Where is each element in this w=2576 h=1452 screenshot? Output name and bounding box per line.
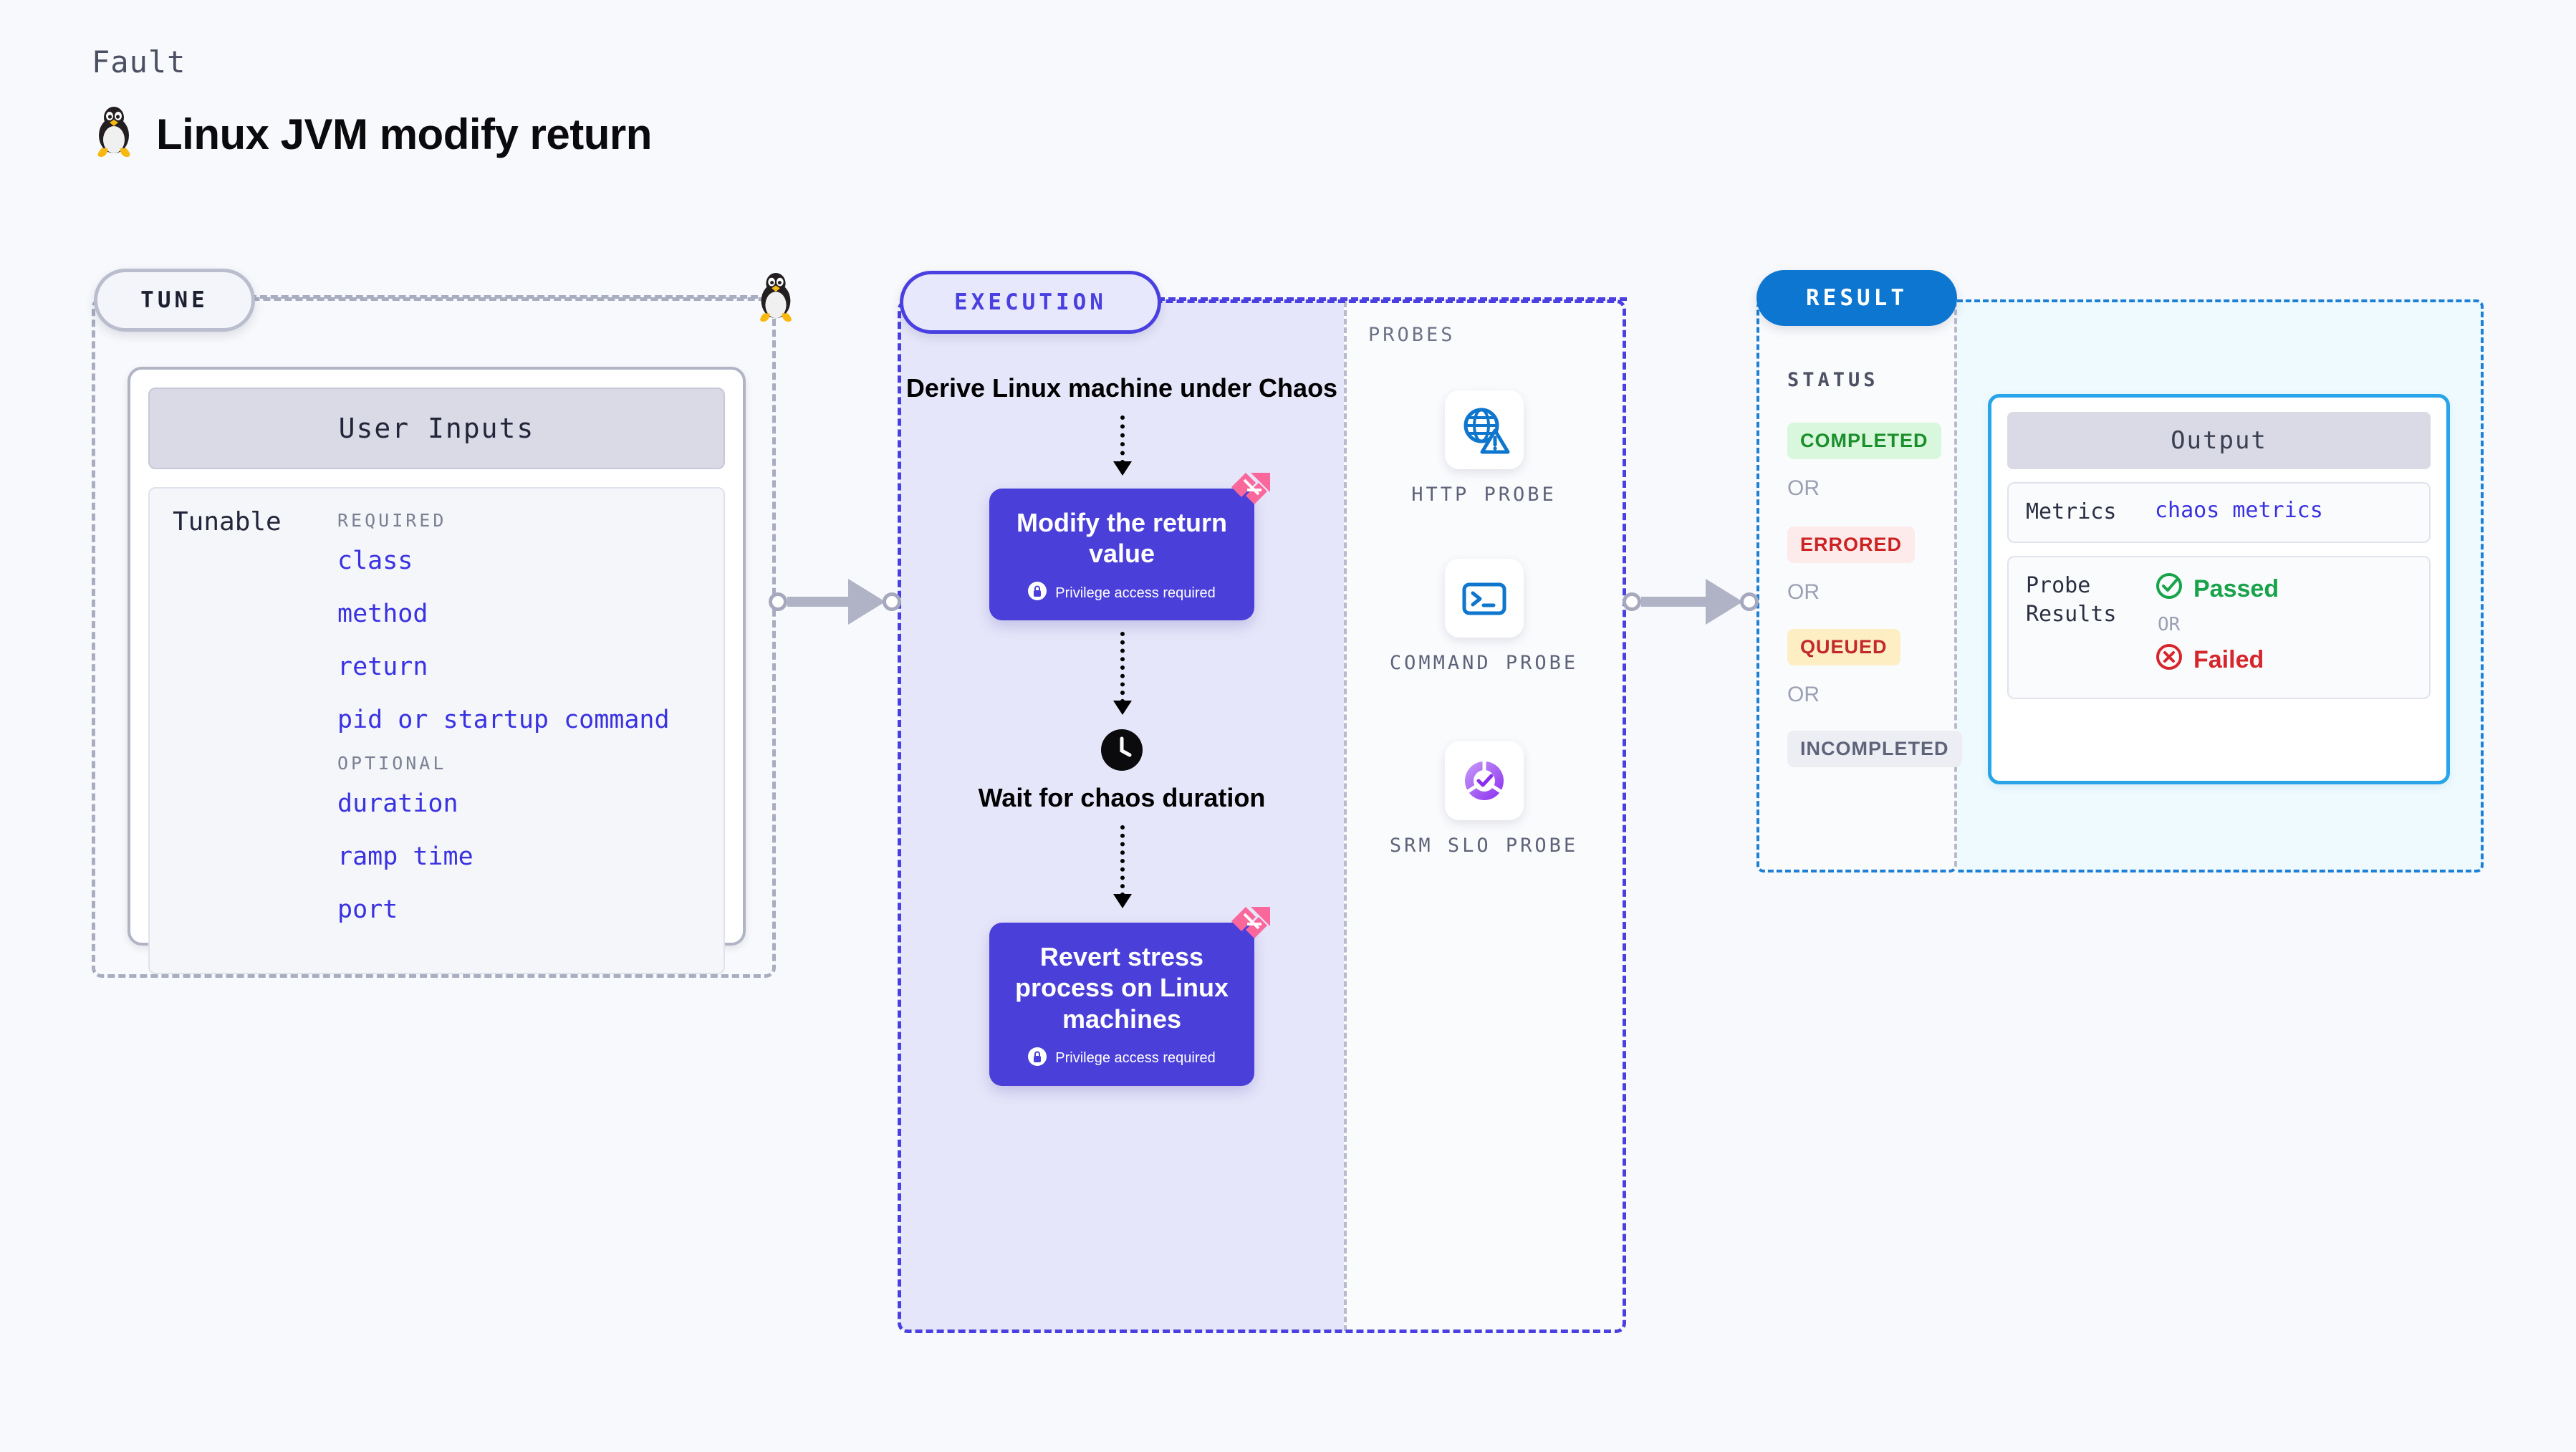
status-badge-queued: QUEUED bbox=[1787, 629, 1900, 665]
status-badge-incompleted: INCOMPLETED bbox=[1787, 731, 1962, 767]
probe-command[interactable]: COMMAND PROBE bbox=[1344, 559, 1624, 675]
probe-result-or: OR bbox=[2158, 613, 2181, 635]
tune-pill[interactable]: TUNE bbox=[94, 269, 255, 332]
output-card: Output Metrics chaos metrics Probe Resul… bbox=[1988, 394, 2450, 784]
user-inputs-header: User Inputs bbox=[148, 388, 725, 469]
privilege-note: Privilege access required bbox=[1011, 1047, 1233, 1070]
tunable-item[interactable]: class bbox=[337, 547, 413, 575]
title-row: Linux JVM modify return bbox=[92, 107, 652, 162]
execution-card-revert-stress[interactable]: Revert stress process on Linux machines … bbox=[989, 907, 1270, 1086]
probe-http[interactable]: HTTP PROBE bbox=[1344, 390, 1624, 507]
failed-label: Failed bbox=[2193, 645, 2264, 673]
globe-warning-icon bbox=[1444, 390, 1524, 469]
execution-pill[interactable]: EXECUTION bbox=[900, 271, 1161, 334]
tunable-box: Tunable REQUIRED class method return pid… bbox=[148, 487, 725, 974]
user-inputs-card: User Inputs Tunable REQUIRED class metho… bbox=[128, 367, 746, 974]
probe-label: COMMAND PROBE bbox=[1389, 652, 1579, 674]
privilege-note-label: Privilege access required bbox=[1055, 585, 1216, 601]
page-header: Fault Linux JVM modify return bbox=[92, 44, 652, 162]
tunable-item[interactable]: ramp time bbox=[337, 842, 474, 871]
tunable-item[interactable]: pid or startup command bbox=[337, 706, 670, 734]
connector-start-dot bbox=[769, 592, 787, 611]
connector-end-dot bbox=[883, 592, 901, 611]
linux-penguin-icon bbox=[92, 107, 136, 162]
linux-penguin-icon-small bbox=[751, 273, 801, 323]
tunable-item[interactable]: port bbox=[337, 895, 398, 924]
status-or-3: OR bbox=[1787, 683, 1820, 706]
tune-top-dashed-line bbox=[249, 295, 758, 299]
tunable-group-heading-optional: OPTIONAL bbox=[337, 753, 447, 774]
execution-flow: Derive Linux machine under Chaos Modify … bbox=[900, 372, 1344, 1086]
x-circle-icon bbox=[2155, 643, 2183, 678]
status-badge-errored: ERRORED bbox=[1787, 527, 1916, 563]
status-label: STATUS bbox=[1787, 369, 1879, 391]
passed-label: Passed bbox=[2193, 574, 2279, 602]
tunable-label: Tunable bbox=[173, 507, 282, 537]
status-or-2: OR bbox=[1787, 580, 1820, 604]
connector-arrowhead bbox=[1706, 579, 1743, 625]
connector-arrowhead bbox=[848, 579, 885, 625]
probes-section-label: PROBES bbox=[1368, 324, 1456, 346]
execution-card-modify-return[interactable]: Modify the return value Privilege access… bbox=[989, 472, 1270, 621]
execution-card-title: Revert stress process on Linux machines bbox=[1014, 942, 1229, 1034]
tunable-item[interactable]: method bbox=[337, 600, 428, 628]
tunable-group-heading-required: REQUIRED bbox=[337, 510, 447, 531]
probe-result-failed: Failed bbox=[2155, 643, 2429, 678]
connector-end-dot bbox=[1740, 592, 1759, 611]
connector-bar bbox=[1641, 597, 1707, 607]
output-row-probe-results: Probe Results Passed OR bbox=[2007, 555, 2431, 699]
slo-donut-check-icon bbox=[1444, 741, 1524, 820]
probe-label: SRM SLO PROBE bbox=[1389, 835, 1579, 857]
execution-top-dashed-line bbox=[1158, 297, 1627, 301]
fault-ribbon-icon bbox=[1230, 471, 1272, 513]
tunable-item[interactable]: duration bbox=[337, 789, 458, 818]
execution-card-title: Modify the return value bbox=[1017, 507, 1227, 569]
lock-icon bbox=[1028, 1047, 1047, 1070]
terminal-icon bbox=[1444, 559, 1524, 638]
probe-srm-slo[interactable]: SRM SLO PROBE bbox=[1344, 741, 1624, 858]
execution-step-derive: Derive Linux machine under Chaos bbox=[905, 373, 1338, 403]
privilege-note-label: Privilege access required bbox=[1055, 1050, 1216, 1067]
privilege-note: Privilege access required bbox=[1011, 582, 1233, 605]
flow-arrow-down-icon bbox=[1112, 632, 1132, 718]
probe-result-passed: Passed bbox=[2155, 572, 2429, 607]
probe-results-key: Probe Results bbox=[2026, 572, 2117, 628]
probe-label: HTTP PROBE bbox=[1411, 484, 1557, 506]
tunable-item[interactable]: return bbox=[337, 653, 428, 681]
probe-results-value: Passed OR Failed bbox=[2155, 572, 2429, 678]
output-row-metrics: Metrics chaos metrics bbox=[2007, 482, 2431, 543]
metrics-key: Metrics bbox=[2026, 499, 2117, 524]
connector-tune-to-execution bbox=[769, 579, 901, 625]
result-status-zone bbox=[1756, 299, 1957, 872]
tunable-list: REQUIRED class method return pid or star… bbox=[337, 507, 724, 948]
result-pill[interactable]: RESULT bbox=[1756, 270, 1957, 326]
execution-zone bbox=[898, 299, 1626, 1333]
fault-ribbon-icon bbox=[1230, 905, 1272, 947]
output-header: Output bbox=[2007, 412, 2431, 469]
connector-execution-to-result bbox=[1623, 579, 1759, 625]
flow-arrow-down-icon bbox=[1112, 825, 1132, 911]
fault-label: Fault bbox=[92, 44, 186, 80]
metrics-value[interactable]: chaos metrics bbox=[2155, 498, 2323, 523]
clock-icon bbox=[1101, 729, 1143, 771]
flow-arrow-down-icon bbox=[1112, 415, 1132, 477]
tune-zone bbox=[92, 297, 776, 978]
connector-start-dot bbox=[1623, 592, 1641, 611]
lock-icon bbox=[1028, 582, 1047, 605]
execution-step-wait: Wait for chaos duration bbox=[978, 783, 1266, 813]
check-circle-icon bbox=[2155, 572, 2183, 607]
connector-bar bbox=[787, 597, 850, 607]
status-badge-completed: COMPLETED bbox=[1787, 423, 1941, 459]
page-title: Linux JVM modify return bbox=[156, 110, 652, 158]
status-or-1: OR bbox=[1787, 476, 1820, 500]
